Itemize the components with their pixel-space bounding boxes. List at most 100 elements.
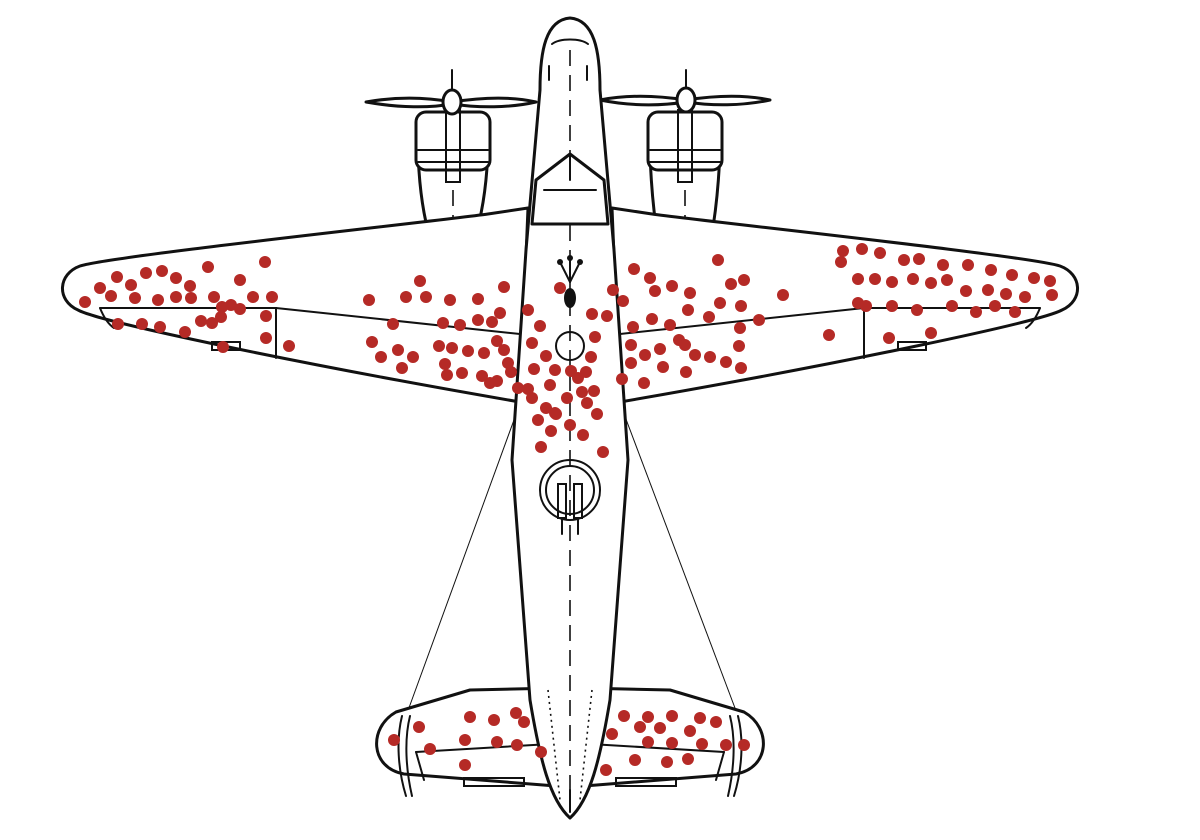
bullet-hole-dot (152, 294, 164, 306)
bullet-hole-dot (441, 369, 453, 381)
bullet-hole-dot (185, 292, 197, 304)
bullet-hole-dot (260, 310, 272, 322)
bullet-hole-dot (136, 318, 148, 330)
bullet-hole-dot (712, 254, 724, 266)
bullet-hole-dot (437, 317, 449, 329)
bullet-hole-dot (684, 287, 696, 299)
bullet-hole-dot (616, 373, 628, 385)
bullet-hole-dot (937, 259, 949, 271)
bullet-hole-dot (852, 297, 864, 309)
bullet-hole-dot (478, 347, 490, 359)
bullet-hole-dot (577, 429, 589, 441)
bullet-hole-dot (852, 273, 864, 285)
bullet-hole-dot (925, 277, 937, 289)
bullet-hole-dot (392, 344, 404, 356)
bullet-hole-dot (534, 320, 546, 332)
bullet-hole-dot (208, 291, 220, 303)
bullet-hole-dot (585, 351, 597, 363)
bullet-hole-dot (511, 739, 523, 751)
bullet-hole-dot (654, 722, 666, 734)
bullet-hole-dot (154, 321, 166, 333)
bullet-hole-dot (734, 322, 746, 334)
bullet-hole-dot (387, 318, 399, 330)
bullet-hole-dot (202, 261, 214, 273)
bullet-hole-dot (215, 311, 227, 323)
bullet-hole-dot (111, 271, 123, 283)
bullet-hole-dot (982, 284, 994, 296)
bullet-hole-dot (689, 349, 701, 361)
bullet-hole-dot (661, 756, 673, 768)
bullet-hole-dot (682, 753, 694, 765)
bullet-hole-dot (753, 314, 765, 326)
bullet-hole-dot (907, 273, 919, 285)
bullet-hole-dot (363, 294, 375, 306)
bullet-hole-dot (125, 279, 137, 291)
bullet-hole-dot (388, 734, 400, 746)
bullet-hole-dot (634, 721, 646, 733)
bullet-hole-dot (576, 386, 588, 398)
bullet-hole-dot (710, 716, 722, 728)
bullet-hole-dot (446, 342, 458, 354)
bullet-hole-dot (597, 446, 609, 458)
bullet-hole-dot (260, 332, 272, 344)
bullet-hole-dot (476, 370, 488, 382)
bullet-hole-dot (494, 307, 506, 319)
bullet-hole-dot (247, 291, 259, 303)
bullet-hole-dot (505, 366, 517, 378)
bullet-hole-dot (1046, 289, 1058, 301)
bullet-hole-dot (1006, 269, 1018, 281)
bullet-hole-dot (886, 300, 898, 312)
bullet-hole-dot (454, 319, 466, 331)
bullet-hole-dot (400, 291, 412, 303)
bullet-hole-dot (606, 728, 618, 740)
bullet-hole-dot (898, 254, 910, 266)
bullet-hole-dot (225, 299, 237, 311)
bullet-hole-dot (680, 366, 692, 378)
bullet-hole-dot (883, 332, 895, 344)
bullet-hole-dot (601, 310, 613, 322)
bullet-hole-dot (498, 281, 510, 293)
bullet-hole-dot (696, 738, 708, 750)
bullet-hole-dot (625, 339, 637, 351)
bullet-hole-dot (581, 397, 593, 409)
bullet-hole-dot (735, 300, 747, 312)
hit-region-right-wing (823, 243, 1058, 344)
bullet-hole-dot (549, 364, 561, 376)
bullet-hole-dot (941, 274, 953, 286)
bullet-hole-dot (366, 336, 378, 348)
bullet-hole-dot (375, 351, 387, 363)
bullet-hole-dot (486, 316, 498, 328)
bullet-hole-dot (627, 321, 639, 333)
bullet-hole-dot (79, 296, 91, 308)
bullet-hole-dot (522, 383, 534, 395)
bullet-hole-dot (733, 340, 745, 352)
bullet-hole-dot (684, 725, 696, 737)
bullet-hole-dot (540, 350, 552, 362)
bullet-hole-dot (512, 382, 524, 394)
bullet-hole-dot (456, 367, 468, 379)
bullet-hole-dot (484, 377, 496, 389)
bullet-hole-dot (720, 739, 732, 751)
bullet-hole-dot (835, 256, 847, 268)
bullet-hole-dot (112, 318, 124, 330)
bullet-hole-dot (234, 274, 246, 286)
bullet-hole-dot (666, 710, 678, 722)
hit-region-left-wing-inboard (363, 275, 534, 395)
bullet-hole-dot (526, 392, 538, 404)
bullet-hole-dot (823, 329, 835, 341)
bullet-hole-dot (549, 407, 561, 419)
bullet-hole-dot (738, 739, 750, 751)
bullet-hole-dot (140, 267, 152, 279)
bullet-hole-dot (184, 280, 196, 292)
bullet-hole-dot (234, 303, 246, 315)
bullet-hole-markers (79, 243, 1058, 776)
bullet-hole-dot (472, 314, 484, 326)
bullet-hole-dot (94, 282, 106, 294)
hit-region-left-wing (79, 256, 295, 353)
bullet-hole-dot (694, 712, 706, 724)
bullet-hole-dot (1009, 306, 1021, 318)
bullet-hole-dot (488, 714, 500, 726)
bullet-hole-dot (628, 263, 640, 275)
bullet-hole-dot (407, 351, 419, 363)
bullet-hole-dot (725, 278, 737, 290)
